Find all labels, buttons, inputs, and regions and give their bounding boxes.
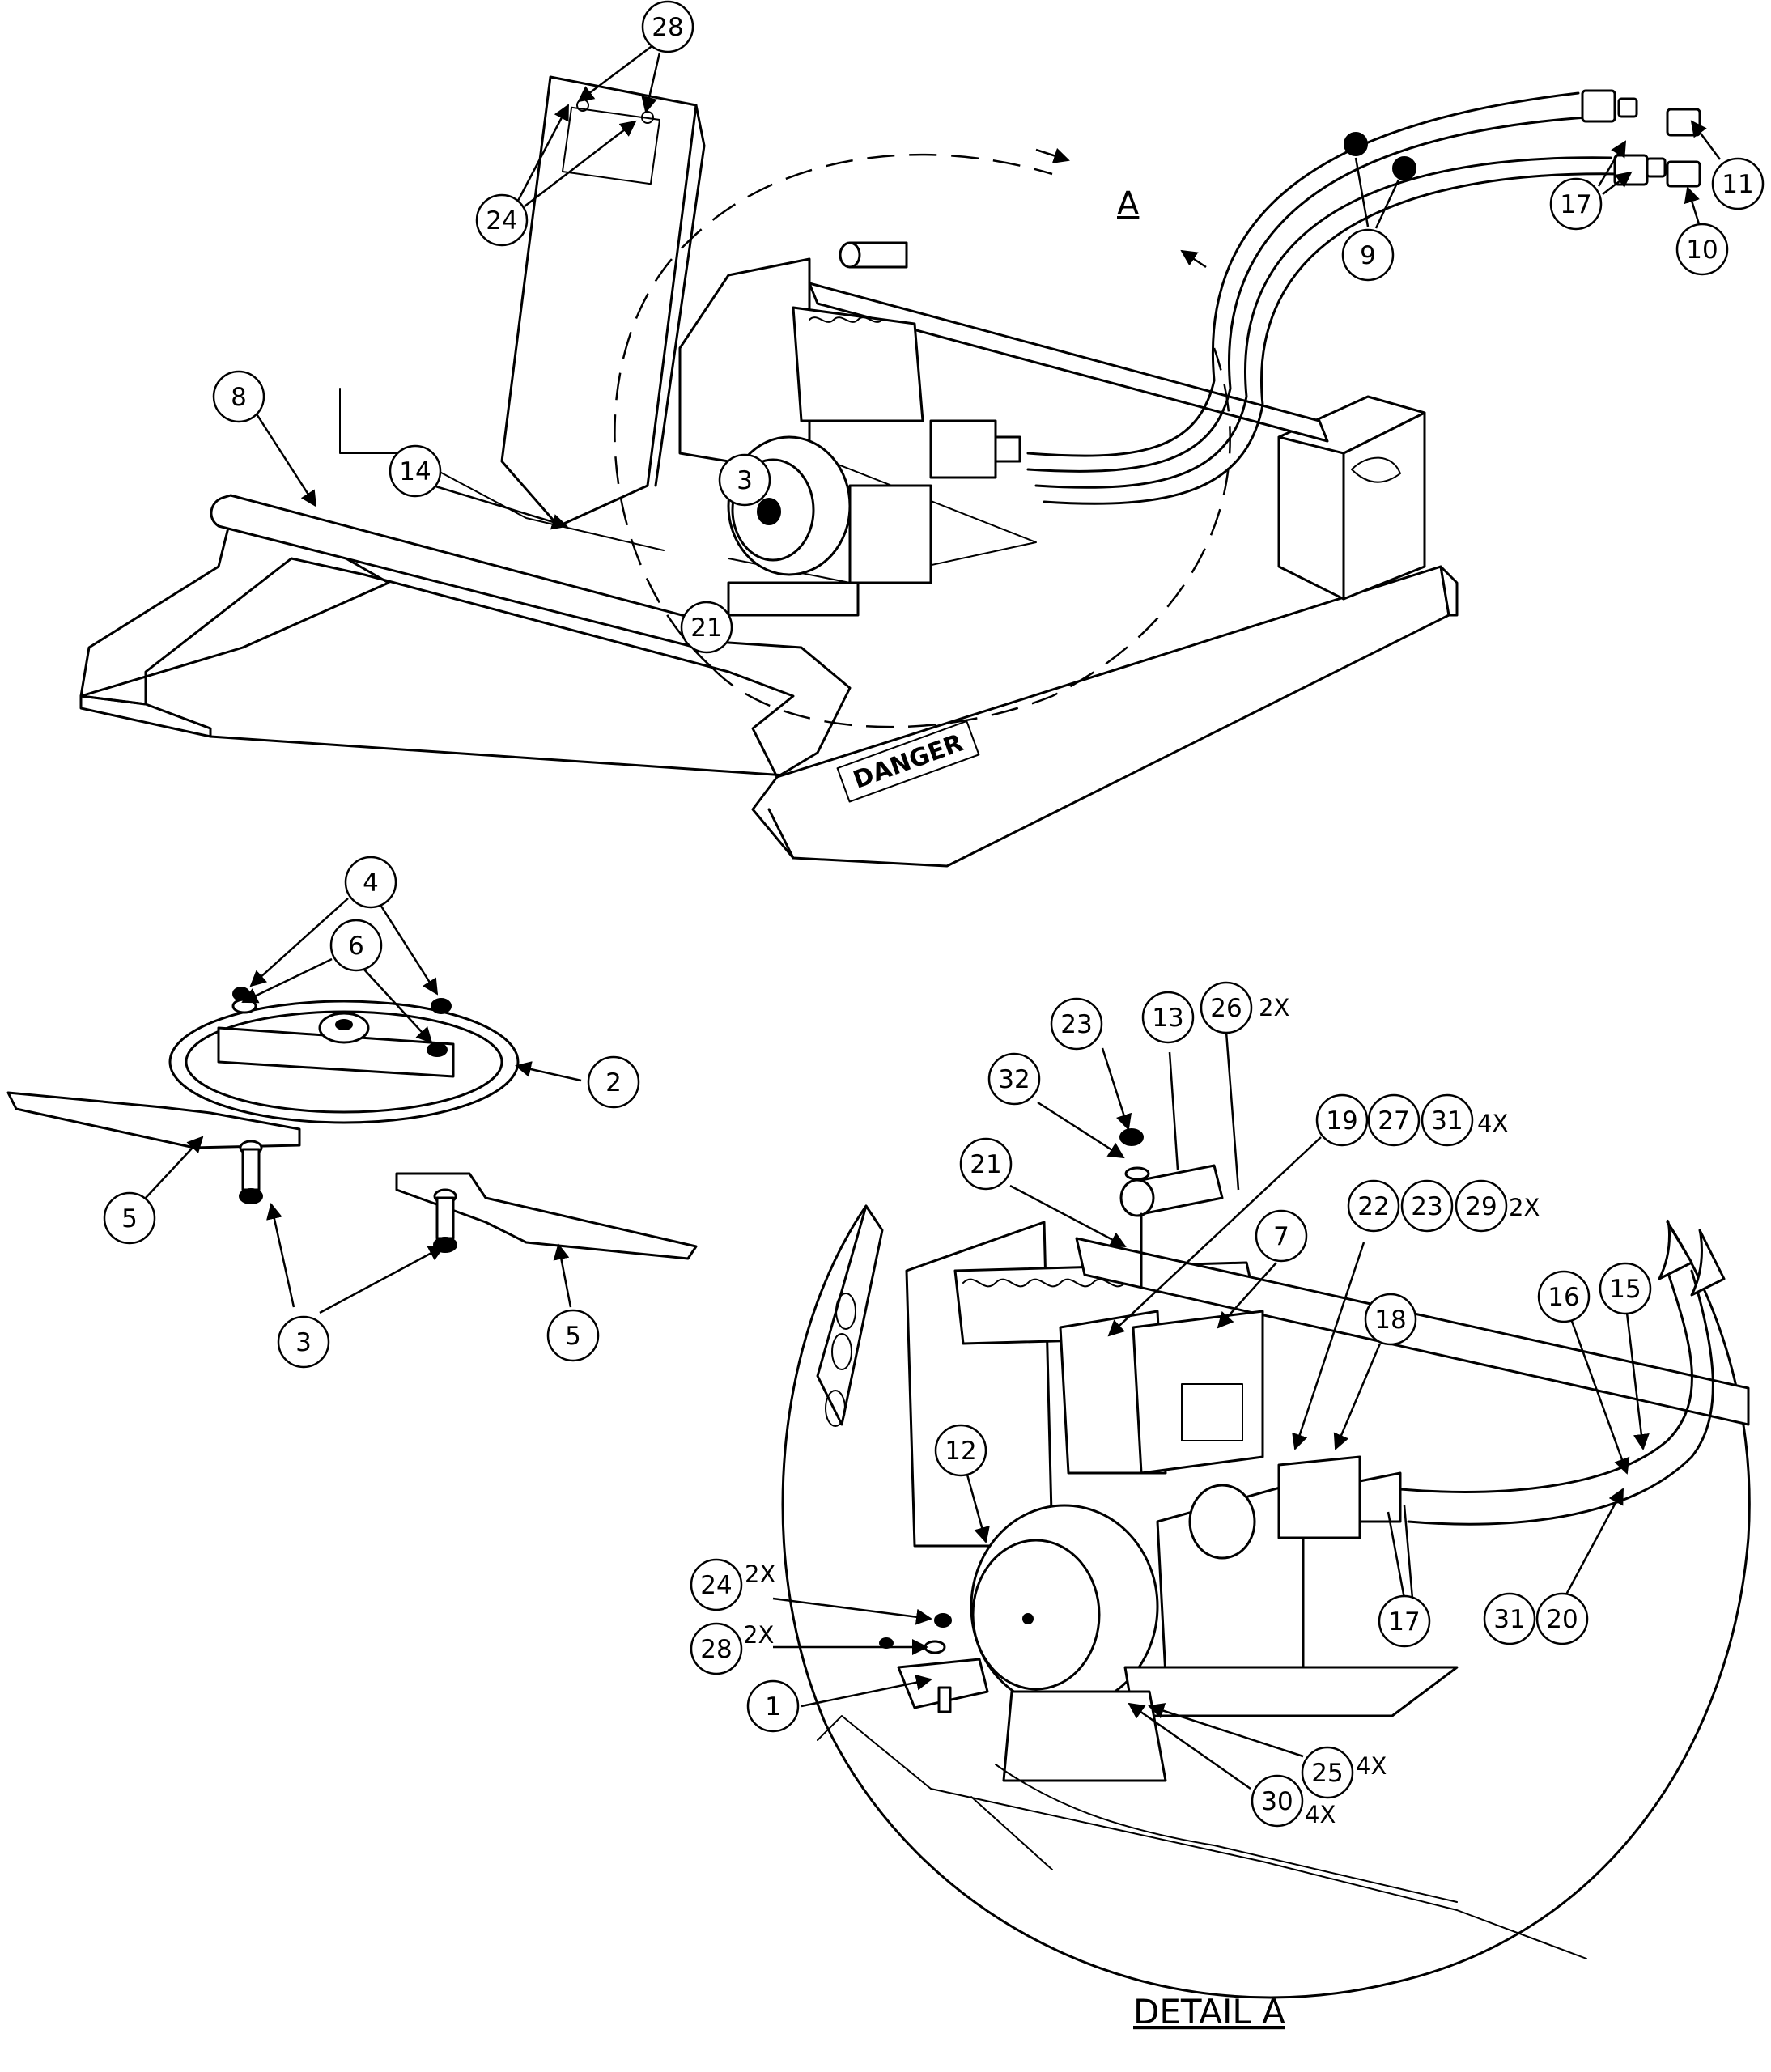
svg-text:30: 30 — [1261, 1787, 1293, 1816]
svg-text:16: 16 — [1548, 1283, 1579, 1312]
callout-20: 20 — [1535, 1592, 1589, 1645]
qty-25: 4X — [1356, 1752, 1387, 1780]
svg-text:5: 5 — [121, 1204, 138, 1233]
svg-text:25: 25 — [1311, 1759, 1343, 1788]
svg-text:15: 15 — [1609, 1275, 1641, 1304]
callout-23-mid: 23 — [1400, 1179, 1454, 1233]
callout-1: 1 — [746, 1679, 800, 1733]
svg-text:23: 23 — [1411, 1192, 1442, 1221]
svg-text:23: 23 — [1060, 1010, 1092, 1039]
svg-text:5: 5 — [565, 1322, 581, 1351]
svg-text:19: 19 — [1326, 1106, 1357, 1136]
svg-text:12: 12 — [945, 1437, 976, 1466]
svg-text:8: 8 — [231, 383, 247, 412]
callout-19: 19 — [1315, 1093, 1369, 1147]
callout-27: 27 — [1367, 1093, 1421, 1147]
callout-5-left: 5 — [103, 1191, 156, 1245]
svg-text:13: 13 — [1152, 1004, 1183, 1033]
callout-17-detail: 17 — [1378, 1594, 1431, 1648]
callout-24: 24 — [475, 193, 529, 247]
leader-lines — [145, 44, 1722, 1790]
callout-26: 26 — [1200, 981, 1253, 1034]
svg-text:17: 17 — [1388, 1607, 1420, 1637]
callout-8: 8 — [212, 370, 265, 423]
svg-text:9: 9 — [1360, 241, 1376, 270]
qty-28: 2X — [743, 1621, 774, 1649]
callout-25: 25 — [1301, 1746, 1354, 1799]
callout-21-detail: 21 — [959, 1137, 1013, 1191]
callout-16: 16 — [1537, 1270, 1591, 1323]
svg-text:4: 4 — [363, 868, 379, 898]
svg-text:28: 28 — [700, 1635, 732, 1664]
callout-7: 7 — [1255, 1209, 1308, 1263]
svg-text:7: 7 — [1273, 1222, 1289, 1251]
callout-11: 11 — [1711, 157, 1765, 210]
qty-24: 2X — [745, 1560, 775, 1588]
svg-text:6: 6 — [348, 932, 364, 961]
callout-32: 32 — [987, 1052, 1041, 1106]
callout-12: 12 — [934, 1424, 987, 1477]
svg-text:31: 31 — [1431, 1106, 1463, 1136]
callout-6: 6 — [329, 919, 383, 972]
qty-31: 4X — [1477, 1110, 1508, 1137]
svg-text:27: 27 — [1378, 1106, 1409, 1136]
callout-5-right: 5 — [546, 1309, 600, 1362]
svg-text:24: 24 — [700, 1571, 732, 1600]
qty-30: 4X — [1305, 1801, 1336, 1828]
view-label-a: A — [1117, 185, 1140, 223]
detail-a-drawing: DETAIL A — [781, 1128, 1751, 2032]
callouts-blade-assembly: 4 6 2 5 3 5 — [103, 856, 640, 1369]
callout-22: 22 — [1347, 1179, 1400, 1233]
svg-text:22: 22 — [1357, 1192, 1389, 1221]
callout-4: 4 — [344, 856, 397, 909]
callout-31-bot: 31 — [1483, 1592, 1536, 1645]
callout-29: 29 — [1455, 1179, 1508, 1233]
qty-29: 2X — [1509, 1194, 1540, 1221]
callout-9: 9 — [1341, 228, 1395, 282]
callout-18: 18 — [1364, 1293, 1417, 1346]
main-assembly-drawing: DANGER A — [79, 75, 1701, 868]
qty-26: 2X — [1259, 994, 1289, 1021]
callouts-detail-a: 23 13 26 32 19 27 31 21 7 22 23 29 18 16… — [690, 981, 1652, 1828]
callouts-main: 28 24 9 17 11 10 8 14 3 21 — [212, 0, 1765, 654]
svg-text:21: 21 — [970, 1150, 1001, 1179]
callout-28: 28 — [641, 0, 694, 53]
svg-text:26: 26 — [1210, 994, 1242, 1023]
callout-15: 15 — [1599, 1262, 1652, 1315]
callout-14: 14 — [389, 444, 442, 498]
callout-24-detail: 24 — [690, 1558, 743, 1611]
callout-2: 2 — [587, 1055, 640, 1109]
callout-13: 13 — [1141, 991, 1195, 1044]
svg-text:11: 11 — [1722, 170, 1753, 199]
callout-3: 3 — [718, 453, 771, 507]
svg-text:31: 31 — [1493, 1605, 1525, 1634]
svg-text:14: 14 — [399, 457, 431, 486]
detail-a-caption: DETAIL A — [1133, 1992, 1285, 2032]
svg-text:3: 3 — [737, 466, 753, 495]
svg-text:29: 29 — [1465, 1192, 1497, 1221]
svg-text:17: 17 — [1560, 190, 1591, 219]
callout-31-top: 31 — [1421, 1093, 1474, 1147]
callout-28-detail: 28 — [690, 1622, 743, 1675]
svg-text:32: 32 — [998, 1065, 1030, 1094]
svg-text:3: 3 — [295, 1328, 312, 1357]
callout-30: 30 — [1251, 1774, 1304, 1828]
svg-text:10: 10 — [1686, 236, 1718, 265]
callout-21: 21 — [680, 601, 733, 654]
svg-text:20: 20 — [1546, 1605, 1578, 1634]
svg-text:18: 18 — [1374, 1306, 1406, 1335]
svg-text:1: 1 — [765, 1692, 781, 1722]
callout-17: 17 — [1549, 177, 1603, 231]
svg-text:2: 2 — [605, 1068, 622, 1098]
quantity-labels: 2X 4X 2X 2X 2X 4X 4X — [743, 994, 1540, 1828]
svg-text:24: 24 — [486, 206, 517, 236]
svg-text:21: 21 — [690, 614, 722, 643]
svg-text:28: 28 — [652, 13, 683, 42]
callout-23-top: 23 — [1050, 997, 1103, 1051]
callout-10: 10 — [1675, 223, 1729, 276]
callout-3-blade: 3 — [277, 1315, 330, 1369]
